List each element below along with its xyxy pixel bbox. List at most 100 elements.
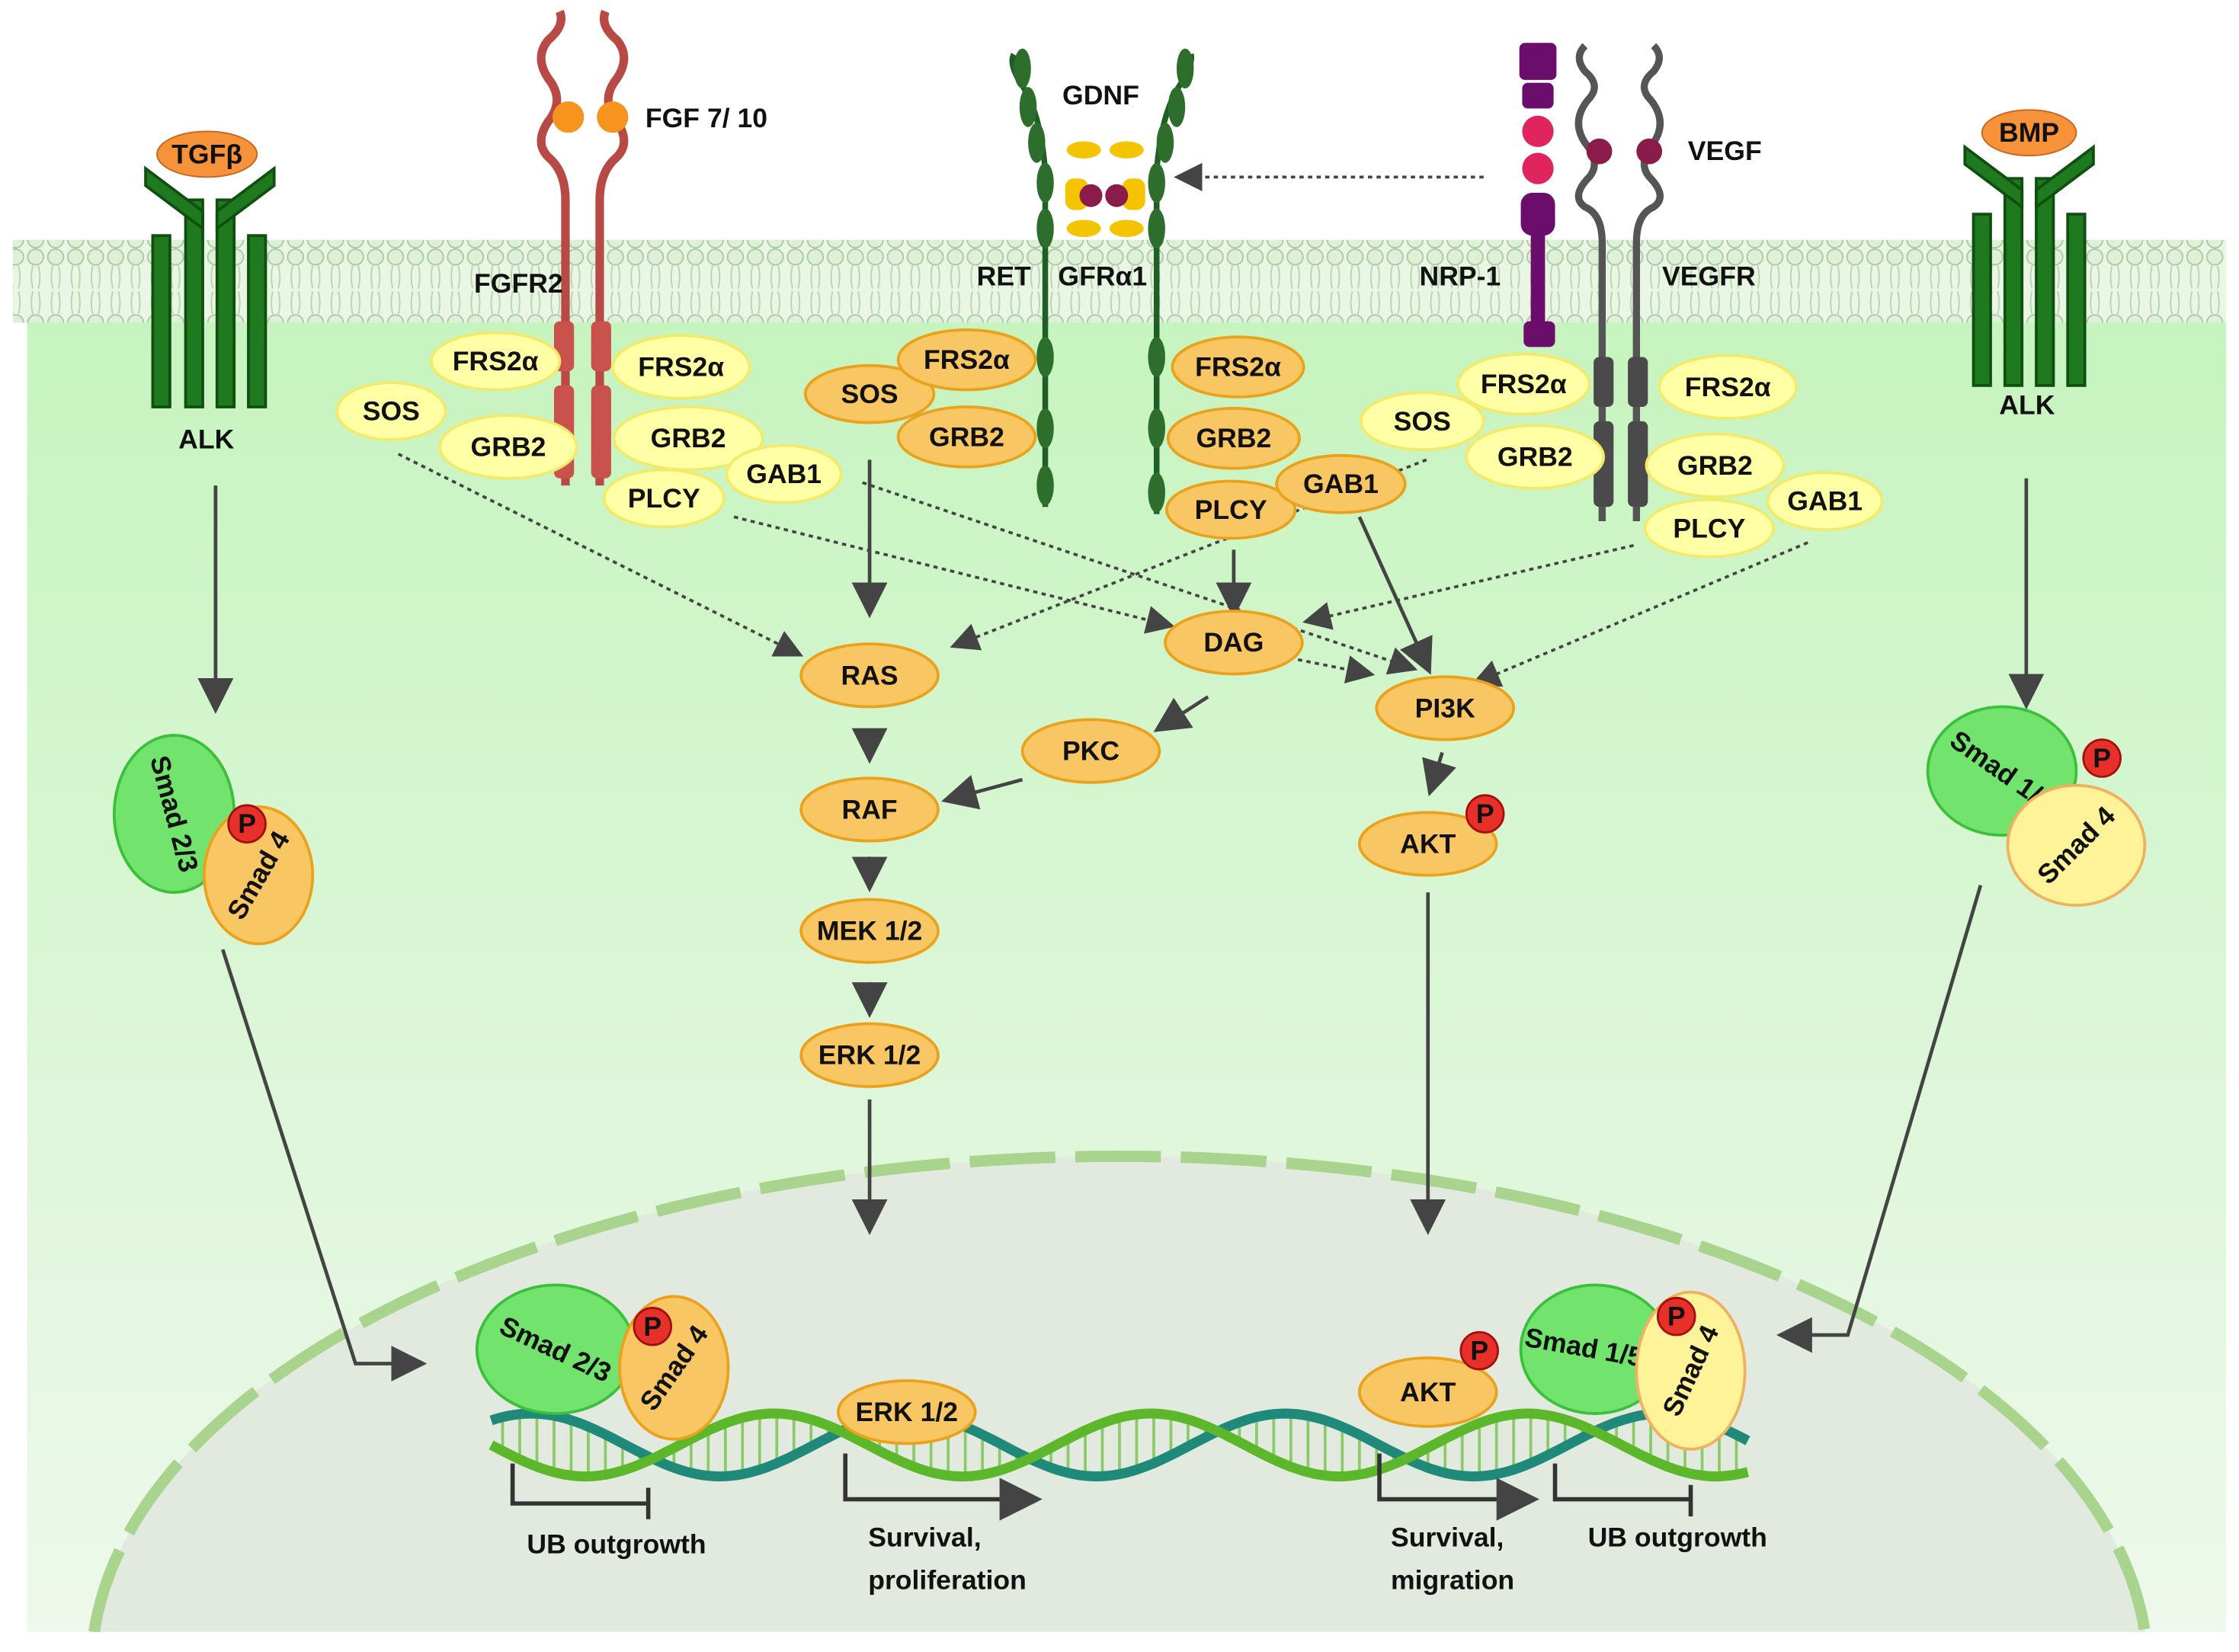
indirect-arrow [733,515,1175,634]
adaptor-frs2a-label: FRS2α [1195,352,1281,383]
dag-node-label: DAG [1203,627,1264,658]
pkc-node-label: PKC [1062,736,1120,767]
bmp-ligand [1981,109,2077,157]
alk-receptor-left [144,165,276,408]
phospho-label: P [1667,1301,1686,1332]
pkc-node: PKC [1020,718,1161,784]
adaptor-gab1: GAB1 [1766,471,1884,532]
akt-nucleus-label: AKT [1400,1377,1456,1407]
activation-arrow [1776,885,1983,1353]
adaptor-grb2-label: GRB2 [471,432,546,463]
indirect-arrow [862,481,1418,675]
akt-node: AKT [1357,811,1498,877]
outcome-survival-left: Survival, [868,1522,981,1552]
nodes: FRS2αSOSGRB2FRS2αGRB2GAB1PLCYSOSFRS2αGRB… [112,328,2147,1451]
mek-node-label: MEK 1/2 [817,916,922,946]
adaptor-grb2: GRB2 [896,405,1037,469]
phospho-label: P [1476,799,1494,829]
phospho-label: P [643,1311,661,1342]
akt-nucleus: AKT [1357,1356,1498,1428]
gdnf-ligand [1065,141,1145,238]
adaptor-grb2: GRB2 [1465,424,1606,490]
adaptor-frs2a: FRS2α [1456,352,1591,416]
adaptor-gab1: GAB1 [1275,453,1407,514]
erk-node: ERK 1/2 [799,1022,940,1088]
nrp1-receptor [1519,43,1557,347]
phospho-badge: P [1459,1330,1499,1371]
adaptor-plcy: PLCY [1643,498,1776,559]
adaptor-grb2-label: GRB2 [651,423,726,453]
fgf-label: FGF 7/ 10 [645,103,767,133]
activation-arrow [1422,751,1456,797]
smad4-nucleus-right: Smad 4 [1635,1290,1747,1451]
erk-nucleus: ERK 1/2 [836,1379,977,1446]
phospho-badge: P [2082,738,2122,778]
ret-domains [1014,48,1194,513]
adaptor-plcy: PLCY [1164,479,1297,540]
phospho-label: P [2093,743,2111,773]
adaptor-sos-label: SOS [363,396,420,427]
phospho-badge: P [633,1307,673,1346]
tgfb-ligand [156,130,258,178]
activation-arrow [1357,516,1433,675]
adaptor-frs2a-label: FRS2α [924,344,1010,375]
ras-node-label: RAS [841,660,898,690]
pi3k-node: PI3K [1375,675,1516,741]
adaptor-grb2: GRB2 [438,414,578,480]
alk-left-label: ALK [178,424,234,454]
activation-arrow [941,774,1023,810]
adaptor-frs2a: FRS2α [610,334,751,400]
phospho-label: P [238,808,256,839]
bmp-label: BMP [1999,117,2059,148]
indirect-arrow [1297,655,1376,684]
adaptor-grb2: GRB2 [612,405,764,472]
vegfr-label: VEGFR [1662,261,1756,292]
phospho-badge: P [227,804,267,844]
adaptor-grb2: GRB2 [1166,407,1301,470]
activation-arrow [221,949,428,1381]
adaptor-plcy-label: PLCY [628,483,700,514]
adaptor-plcy-label: PLCY [1673,513,1745,543]
outcome-proliferation: proliferation [868,1565,1027,1596]
outcome-survival-right: Survival, [1391,1522,1504,1552]
vegf-ligand [1586,138,1613,165]
vegf-label: VEGF [1688,136,1762,166]
raf-node: RAF [799,776,940,843]
erk-nucleus-label: ERK 1/2 [856,1397,959,1427]
adaptor-grb2-label: GRB2 [1196,423,1271,453]
mek-node: MEK 1/2 [799,898,940,964]
outcome-brackets [510,1453,1693,1521]
adaptor-grb2: GRB2 [1645,432,1786,498]
adaptor-frs2a: FRS2α [1171,335,1305,399]
adaptor-plcy-label: PLCY [1195,495,1267,525]
adaptor-gab1-label: GAB1 [1787,486,1863,517]
adaptor-grb2-label: GRB2 [929,421,1004,452]
adaptor-grb2-label: GRB2 [1677,450,1753,481]
adaptor-plcy: PLCY [602,468,726,529]
adaptor-frs2a: FRS2α [1658,354,1799,420]
smad4-cytoplasm-left: Smad 4 [203,805,315,946]
phospho-badge: P [1657,1296,1696,1337]
adaptor-frs2a-label: FRS2α [453,346,539,376]
adaptor-frs2a-label: FRS2α [638,352,724,383]
vegf-ligand [1636,138,1663,165]
smad4-cytoplasm-right: Smad 4 [2006,783,2147,907]
adaptor-sos: SOS [335,381,447,442]
outcome-ub-outgrowth-left: UB outgrowth [527,1529,706,1560]
adaptor-sos: SOS [803,363,936,424]
adaptor-sos-label: SOS [1394,406,1451,437]
activation-arrow [1153,695,1209,732]
alk-right-label: ALK [1999,389,2055,420]
smad15-cytoplasm: Smad 1/5 [1926,705,2078,837]
adaptor-frs2a: FRS2α [896,328,1037,392]
adaptor-gab1-label: GAB1 [746,459,822,489]
smad23-cytoplasm: Smad 2/3 [112,734,236,895]
ras-node: RAS [799,642,940,709]
adaptor-frs2a: FRS2α [429,331,562,392]
raf-node-label: RAF [842,794,898,824]
fgf-ligand [597,101,629,133]
indirect-arrow [950,458,1427,651]
outcome-ub-outgrowth-right: UB outgrowth [1588,1522,1767,1552]
